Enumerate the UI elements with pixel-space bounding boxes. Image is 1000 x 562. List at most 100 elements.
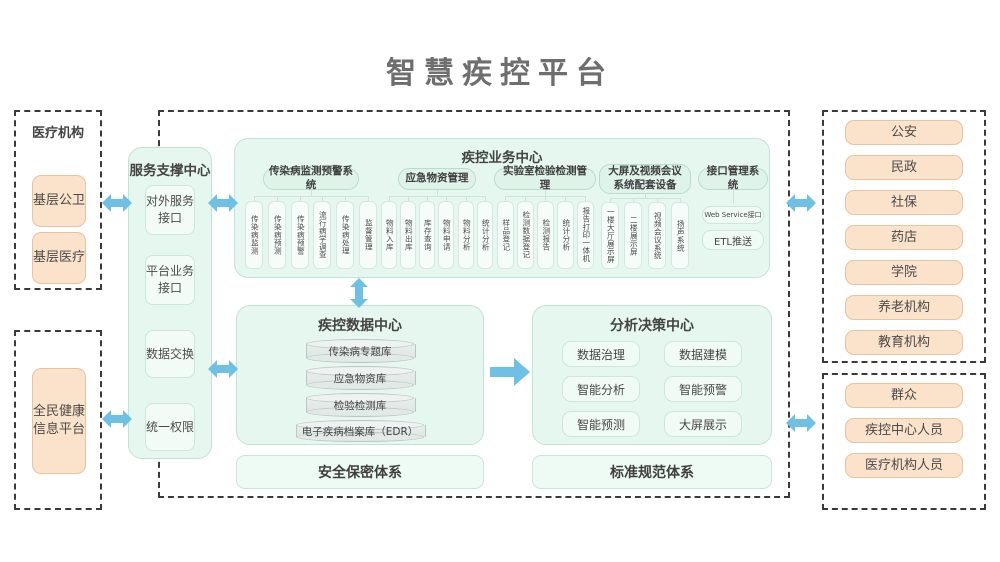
connector: [389, 196, 485, 197]
leaf-item[interactable]: 传染病监测: [245, 201, 263, 269]
connector: [389, 196, 390, 201]
leaf-item[interactable]: 报告打印一体机: [577, 201, 594, 269]
arrow-service-to-data-center: [208, 360, 238, 378]
connector: [733, 190, 734, 204]
right-item-civil-affairs[interactable]: 民政: [845, 155, 963, 180]
system-large-screen-video-conference[interactable]: 大屏及视频会议系统配套设备: [599, 164, 691, 194]
leaf-item[interactable]: 检测数据登记: [517, 201, 534, 269]
system-interface-management[interactable]: 接口管理系统: [698, 165, 768, 191]
service-item-data-exchange[interactable]: 数据交换: [145, 330, 195, 378]
connector: [427, 196, 428, 201]
interface-item-etl-push[interactable]: ETL推送: [702, 230, 764, 250]
leaf-item[interactable]: 物料入库: [381, 201, 397, 269]
arrow-platform-to-users: [786, 414, 816, 432]
connector: [645, 194, 646, 198]
connector: [437, 190, 438, 196]
leaf-item[interactable]: 二楼展示屏: [624, 202, 642, 269]
left-item-grassroots-public-health[interactable]: 基层公卫: [32, 175, 86, 227]
connector: [322, 196, 323, 201]
left-item-national-health-info-platform[interactable]: 全民健康 信息平台: [32, 368, 86, 474]
health-platform-line2: 信息平台: [33, 422, 86, 437]
analysis-item-large-screen-display[interactable]: 大屏展示: [664, 411, 742, 437]
bottom-bar-standards-system[interactable]: 标准规范体系: [532, 455, 772, 489]
group-health-information-platform: [14, 330, 102, 510]
left-item-grassroots-medical[interactable]: 基层医疗: [32, 232, 86, 284]
service-item-external-service-interface[interactable]: 对外服务 接口: [145, 185, 195, 235]
database-electronic-disease-record[interactable]: 电子疾病档案库（EDR）: [296, 420, 426, 442]
leaf-item[interactable]: 物料分析: [458, 201, 474, 269]
system-emergency-materials-management[interactable]: 应急物资管理: [398, 168, 476, 190]
service-item-platform-business-interface[interactable]: 平台业务 接口: [145, 255, 195, 305]
cylinder-bottom: [306, 353, 414, 363]
analysis-item-data-modeling[interactable]: 数据建模: [664, 341, 742, 367]
leaf-item[interactable]: 一楼大厅展示屏: [601, 202, 619, 269]
right-item-medical-staff[interactable]: 医疗机构人员: [845, 453, 963, 478]
right-item-social-security[interactable]: 社保: [845, 190, 963, 215]
cylinder-top: [306, 393, 414, 403]
leaf-item[interactable]: 传染病预警: [291, 201, 309, 269]
connector: [345, 196, 346, 201]
leaf-item[interactable]: 检测报告: [537, 201, 554, 269]
leaf-item[interactable]: 流行病学调查: [313, 201, 331, 269]
right-item-elderly-care[interactable]: 养老机构: [845, 295, 963, 320]
leaf-item[interactable]: 物料申请: [438, 201, 454, 269]
leaf-item[interactable]: 监督管理: [359, 201, 377, 269]
right-item-college[interactable]: 学院: [845, 260, 963, 285]
service-item-unified-authorization[interactable]: 统一权限: [145, 403, 195, 451]
analysis-item-intelligent-analysis[interactable]: 智能分析: [562, 376, 640, 402]
connector: [610, 198, 680, 199]
cylinder-top: [306, 339, 414, 349]
database-label: 传染病专题库: [328, 345, 392, 358]
arrow-health-platform-to-service: [102, 410, 132, 428]
connector: [505, 196, 506, 201]
cylinder-top: [296, 420, 424, 430]
connector: [525, 196, 526, 201]
group-medical-institutions: [14, 110, 102, 290]
cylinder-top: [306, 366, 414, 376]
system-infectious-disease-monitoring[interactable]: 传染病监测预警系统: [263, 165, 359, 191]
right-item-education-org[interactable]: 教育机构: [845, 330, 963, 355]
right-item-public-security[interactable]: 公安: [845, 120, 963, 145]
leaf-item[interactable]: 物料出库: [400, 201, 416, 269]
connector: [466, 196, 467, 201]
connector: [545, 196, 546, 201]
database-emergency-materials[interactable]: 应急物资库: [306, 366, 416, 390]
right-item-cdc-staff[interactable]: 疾控中心人员: [845, 418, 963, 443]
database-lab-testing[interactable]: 检验检测库: [306, 393, 416, 417]
interface-item-web-service[interactable]: Web Service接口: [702, 206, 764, 224]
connector: [311, 190, 312, 196]
connector: [254, 196, 368, 197]
connector: [277, 196, 278, 201]
connector: [300, 196, 301, 201]
right-item-pharmacy[interactable]: 药店: [845, 225, 963, 250]
database-infectious-disease[interactable]: 传染病专题库: [306, 339, 416, 363]
leaf-item[interactable]: 统计分析: [477, 201, 493, 269]
system-laboratory-testing-management[interactable]: 实验室检验检测管理: [494, 165, 596, 191]
leaf-item[interactable]: 传染病预测: [268, 201, 286, 269]
connector: [446, 196, 447, 201]
analysis-item-intelligent-prediction[interactable]: 智能预测: [562, 411, 640, 437]
bottom-bar-security-system[interactable]: 安全保密体系: [236, 455, 484, 489]
database-label: 电子疾病档案库（EDR）: [301, 425, 419, 438]
arrow-business-data-vertical: [350, 278, 368, 308]
leaf-item[interactable]: 统计分析: [557, 201, 574, 269]
connector: [545, 190, 546, 196]
right-item-public[interactable]: 群众: [845, 383, 963, 408]
leaf-item[interactable]: 库存查询: [419, 201, 435, 269]
arrow-data-to-analysis: [490, 358, 530, 386]
cylinder-bottom: [306, 407, 414, 417]
group-external-organizations: [822, 110, 986, 363]
analysis-item-intelligent-warning[interactable]: 智能预警: [664, 376, 742, 402]
leaf-item[interactable]: 样品登记: [497, 201, 514, 269]
connector: [585, 196, 586, 201]
leaf-item[interactable]: 传染病处理: [336, 201, 354, 269]
business-center-title: 疾控业务中心: [461, 150, 543, 166]
svc1-line2: 接口: [157, 281, 182, 295]
arrow-platform-to-orgs: [786, 194, 816, 212]
leaf-item[interactable]: 视频会议系统: [648, 202, 666, 269]
leaf-item[interactable]: 扬声系统: [671, 202, 689, 269]
connector: [408, 196, 409, 201]
health-platform-line1: 全民健康: [33, 404, 86, 420]
analysis-item-data-governance[interactable]: 数据治理: [562, 341, 640, 367]
connector: [657, 198, 658, 202]
